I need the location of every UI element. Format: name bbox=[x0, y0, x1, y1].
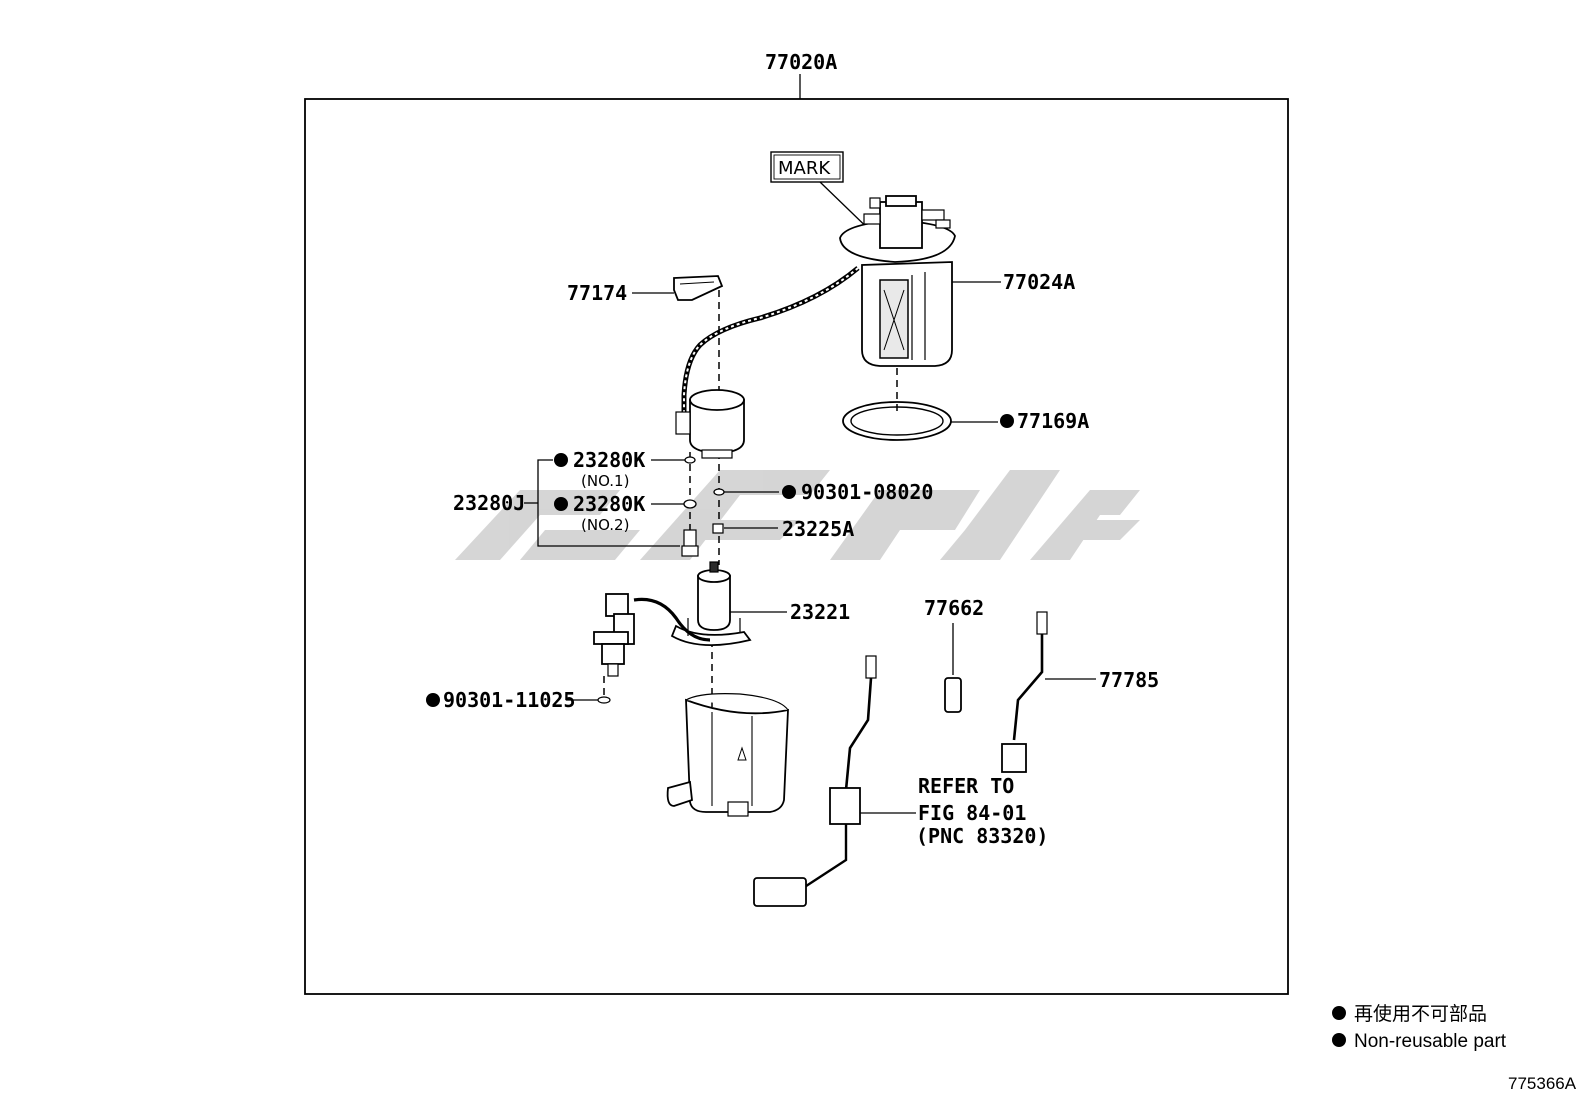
callout-77174: 77174 bbox=[567, 281, 627, 305]
callout-23280K-no1: 23280K bbox=[573, 448, 645, 472]
legend-text-jp: 再使用不可部品 bbox=[1354, 1003, 1487, 1025]
retainer-23225A bbox=[712, 523, 724, 534]
fuel-pump-module-top bbox=[839, 195, 956, 367]
wire-77785 bbox=[1001, 611, 1048, 773]
non-reusable-dot-23280K-no2 bbox=[554, 497, 568, 511]
callout-23280K-no2-sub: (NO.2) bbox=[581, 516, 629, 534]
callout-23280K-no2: 23280K bbox=[573, 492, 645, 516]
callout-77785: 77785 bbox=[1099, 668, 1159, 692]
regulator-23280J bbox=[681, 529, 699, 557]
callout-77024A: 77024A bbox=[1003, 270, 1075, 294]
o-ring-90301-08020 bbox=[713, 488, 725, 496]
pin-77662 bbox=[944, 677, 962, 713]
gasket-ring bbox=[842, 401, 952, 441]
legend-dot-2 bbox=[1332, 1033, 1346, 1047]
callout-77169A: 77169A bbox=[1017, 409, 1089, 433]
legend-text-en: Non-reusable part bbox=[1354, 1031, 1507, 1052]
refer-line-1: REFER TO bbox=[918, 774, 1014, 798]
valve-assembly bbox=[593, 593, 711, 704]
legend: 再使用不可部品 Non-reusable part bbox=[1332, 1003, 1507, 1052]
svg-text:MARK: MARK bbox=[778, 158, 831, 179]
o-ring-23280K-no1 bbox=[684, 456, 696, 464]
callout-23221: 23221 bbox=[790, 600, 850, 624]
callout-90301-11025: 90301-11025 bbox=[443, 688, 575, 712]
figure-number: 775366A bbox=[1508, 1074, 1577, 1093]
callout-77020A: 77020A bbox=[765, 50, 837, 74]
non-reusable-dot-90301-08020 bbox=[782, 485, 796, 499]
fuel-sender-gauge bbox=[753, 655, 877, 907]
fuel-pump-23221 bbox=[670, 561, 752, 647]
callout-23280J: 23280J bbox=[453, 491, 525, 515]
callout-23225A: 23225A bbox=[782, 517, 854, 541]
assembly-frame bbox=[304, 98, 1289, 995]
mark-label: MARK bbox=[770, 151, 881, 241]
reservoir-cup bbox=[666, 693, 789, 817]
fuel-filter bbox=[675, 389, 745, 459]
non-reusable-dot-23280K-no1 bbox=[554, 453, 568, 467]
callout-77662: 77662 bbox=[924, 596, 984, 620]
refer-line-2: FIG 84-01 bbox=[918, 801, 1026, 825]
non-reusable-dot-90301-11025 bbox=[426, 693, 440, 707]
legend-dot-1 bbox=[1332, 1006, 1346, 1020]
callout-23280K-no1-sub: (NO.1) bbox=[581, 472, 629, 490]
refer-line-3: (PNC 83320) bbox=[916, 824, 1048, 848]
o-ring-23280K-no2 bbox=[683, 499, 697, 509]
callout-90301-08020: 90301-08020 bbox=[801, 480, 933, 504]
non-reusable-dot-77169A bbox=[1000, 414, 1014, 428]
clip-77174 bbox=[673, 275, 724, 301]
